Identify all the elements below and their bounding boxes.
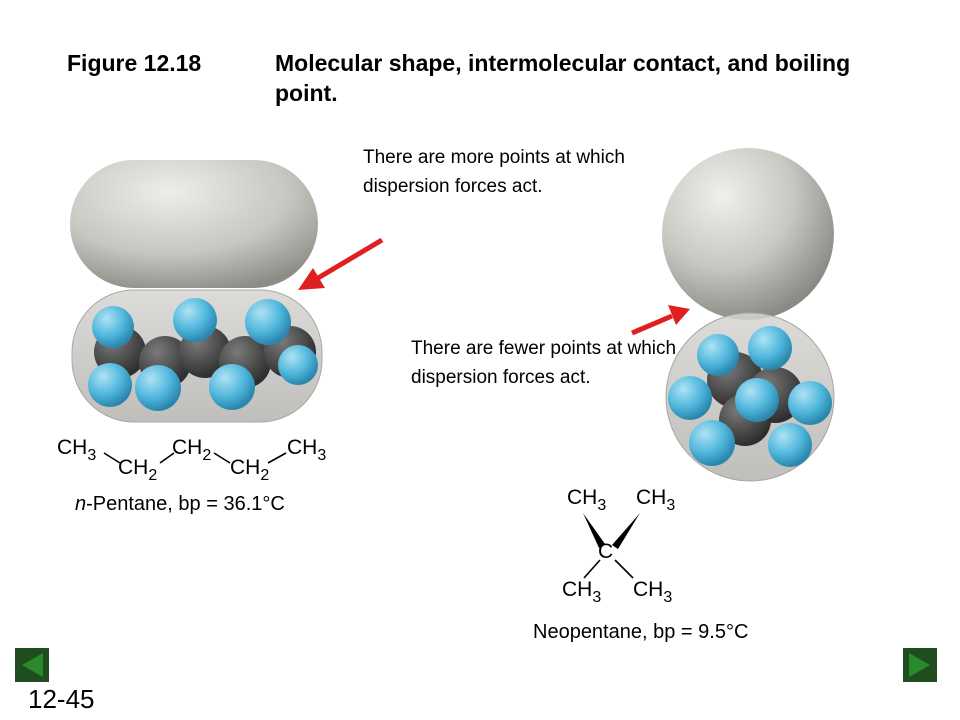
- neopentane-ch3-top-left: CH3: [567, 486, 607, 514]
- slide-number: 12-45: [28, 684, 95, 714]
- pentane-ch2-c: CH2: [230, 456, 270, 484]
- annotation-more-points: There are more points at which dispersio…: [363, 147, 625, 197]
- previous-slide-button[interactable]: [15, 648, 49, 682]
- neopentane-ch3-bottom-right: CH3: [633, 578, 673, 606]
- neopentane-space-filling-model: [665, 312, 835, 482]
- neopentane-ch3-bottom-left: CH3: [562, 578, 602, 606]
- arrow-more-points: [298, 237, 384, 290]
- pentane-ch3-left: CH3: [57, 436, 97, 464]
- next-slide-icon: [903, 648, 937, 682]
- neopentane-caption: Neopentane, bp = 9.5°C: [533, 621, 749, 643]
- pentane-caption-prefix: n: [75, 493, 87, 515]
- annotation-fewer-points: There are fewer points at which dispersi…: [411, 338, 677, 388]
- pentane-ch2-b: CH2: [172, 436, 212, 464]
- arrow-fewer-points: [631, 305, 690, 336]
- neopentane-center-carbon: C: [598, 540, 614, 563]
- neopentane-bonds: [583, 513, 640, 579]
- pentane-ch3-right: CH3: [287, 436, 327, 464]
- neopentane-surface-top: [662, 148, 834, 320]
- pentane-space-filling-model: [71, 289, 323, 423]
- figure-number: Figure 12.18: [67, 50, 202, 76]
- pentane-caption: n-Pentane, bp = 36.1°C: [75, 492, 285, 516]
- next-slide-button[interactable]: [903, 648, 937, 682]
- previous-slide-icon: [15, 648, 49, 682]
- pentane-ch2-a: CH2: [118, 456, 158, 484]
- pentane-surface-top: [70, 160, 318, 288]
- pentane-caption-text: -Pentane, bp = 36.1°C: [86, 493, 285, 515]
- figure-title: Molecular shape, intermolecular contact,…: [275, 50, 851, 106]
- pentane-bonds: [103, 452, 287, 464]
- neopentane-ch3-top-right: CH3: [636, 486, 676, 514]
